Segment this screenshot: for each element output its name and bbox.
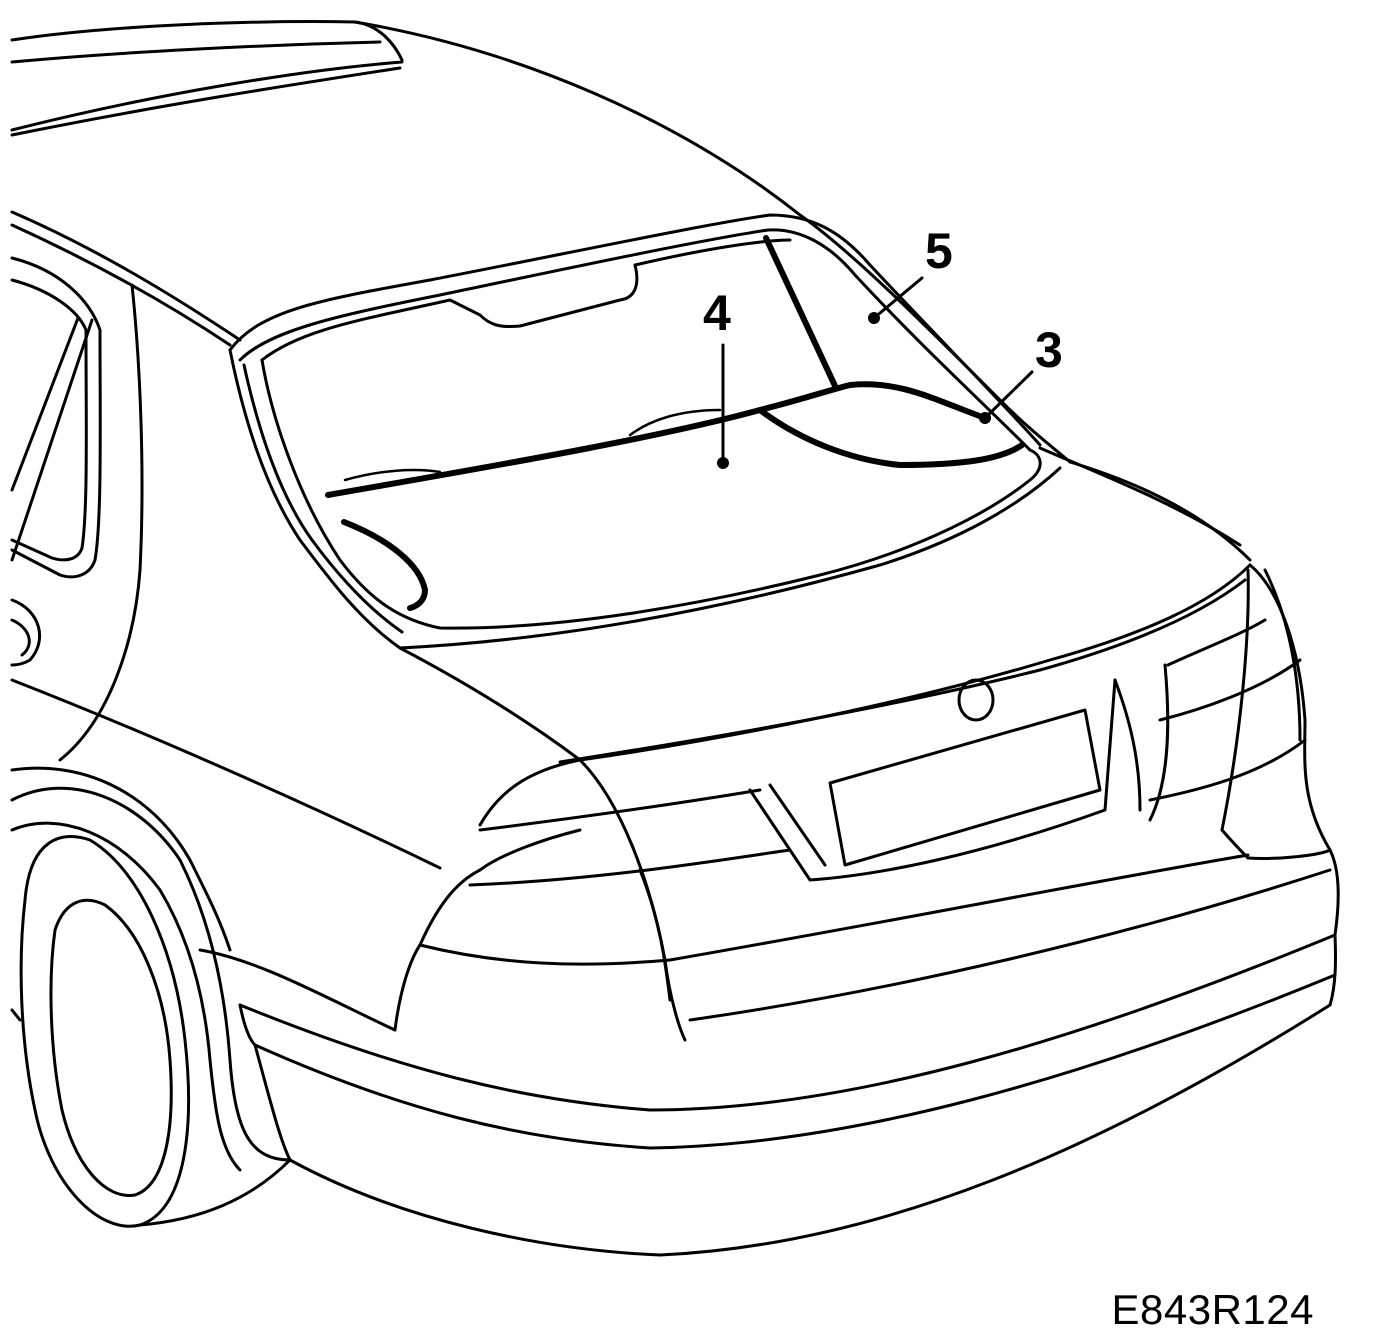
callout-4-label: 4 xyxy=(703,285,731,341)
side-window xyxy=(10,256,442,870)
tail-lights xyxy=(393,563,1332,1042)
callout-5: 5 xyxy=(868,223,953,324)
callout-4: 4 xyxy=(703,285,731,469)
callout-5-target xyxy=(868,312,880,324)
callout-5-label: 5 xyxy=(925,223,953,279)
rear-window-frame xyxy=(228,213,1062,650)
callout-3-label: 3 xyxy=(1035,322,1063,378)
rear-bumper xyxy=(188,848,1340,1257)
callout-3: 3 xyxy=(979,322,1063,424)
figure-code: E843R124 xyxy=(1111,1286,1314,1333)
number-plate-area xyxy=(748,663,1170,882)
rear-wheel xyxy=(10,786,292,1228)
window-wiring xyxy=(325,235,1025,611)
callout-4-target xyxy=(717,457,729,469)
trunk-lid xyxy=(398,446,1252,827)
callout-3-target xyxy=(979,412,991,424)
roof xyxy=(10,20,1072,464)
